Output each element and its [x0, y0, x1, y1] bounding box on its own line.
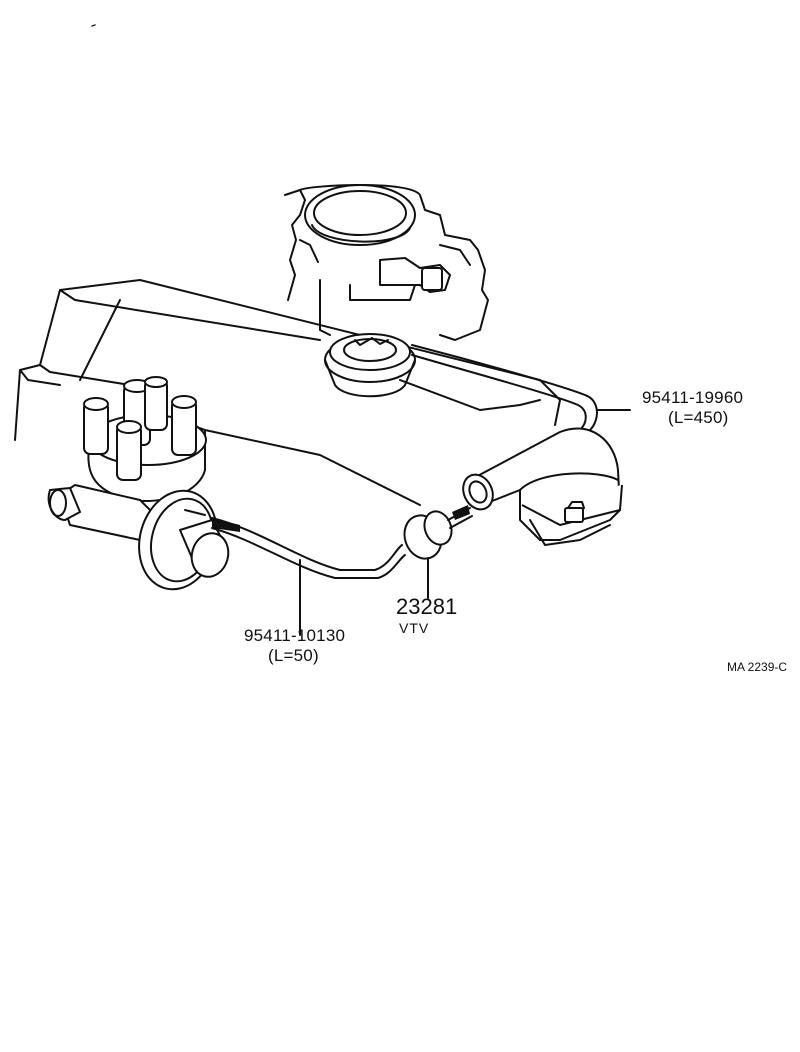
oil-filler-cap — [324, 333, 416, 398]
distributor — [47, 376, 230, 591]
vtv-valve — [403, 505, 473, 599]
hose-95411-10130 — [211, 517, 406, 636]
air-intake-elbow — [462, 427, 623, 546]
figure-code: MA 2239-C — [727, 660, 788, 674]
label-vtv-part: 23281 — [396, 594, 458, 619]
label-hose-long-part: 95411-19960 — [642, 388, 744, 407]
scan-mark — [91, 24, 96, 27]
hose-95411-19960 — [411, 344, 631, 441]
label-hose-short-length: (L=50) — [268, 646, 319, 665]
label-hose-short-part: 95411-10130 — [244, 626, 346, 645]
label-vtv-name: VTV — [399, 620, 430, 636]
label-hose-long-length: (L=450) — [668, 408, 729, 427]
carburetor-assembly — [284, 184, 489, 341]
